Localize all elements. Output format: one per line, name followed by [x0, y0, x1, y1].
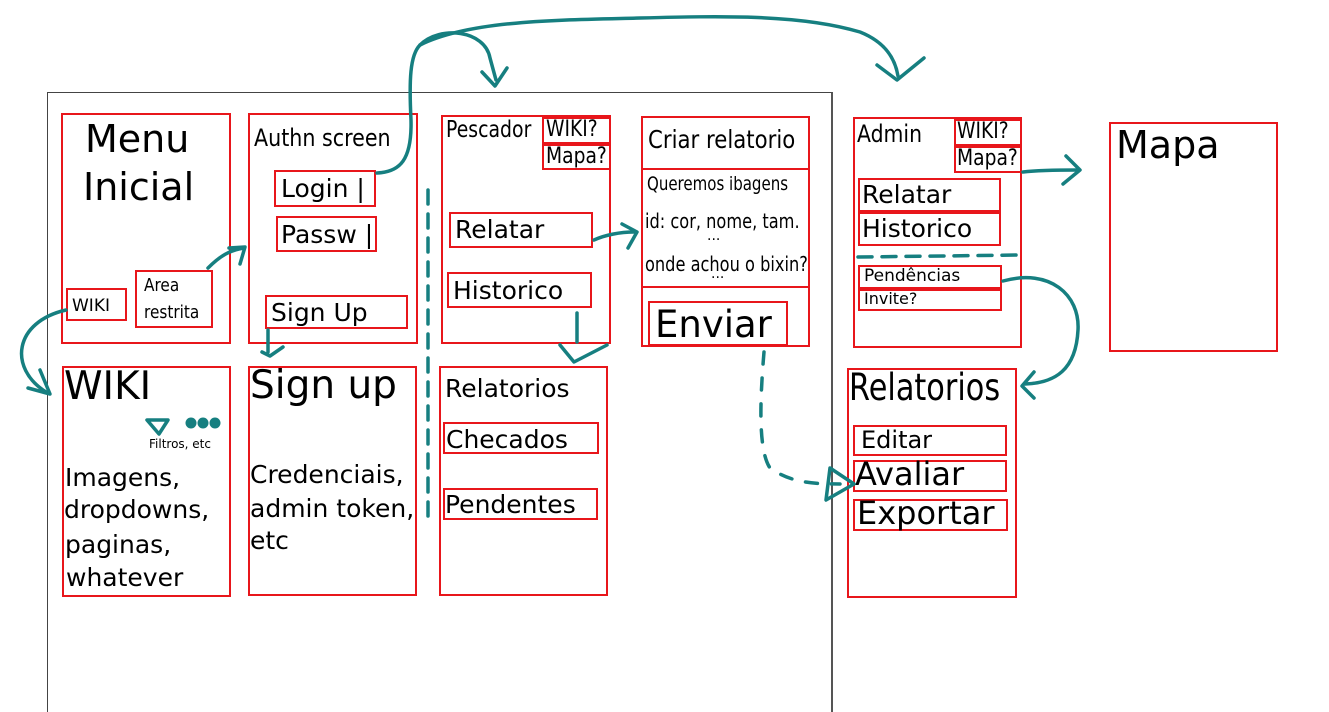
admin-screen	[853, 117, 1022, 348]
area-restrita-label-2: restrita	[144, 302, 200, 323]
relatar-button[interactable]	[449, 212, 593, 248]
wiki-button-label: WIKI	[72, 296, 110, 316]
checados-button-label: Checados	[446, 425, 568, 454]
pescador-wiki-button[interactable]	[542, 117, 611, 144]
arrow-to-admin	[418, 14, 900, 78]
admin-relatorios-title: Relatorios	[849, 366, 1001, 409]
arrow-mapa	[1021, 168, 1080, 174]
pendentes-button[interactable]	[443, 488, 598, 520]
exportar-button-label: Exportar	[857, 494, 995, 532]
historico-button-label: Historico	[453, 276, 564, 305]
wiki-screen	[62, 366, 231, 597]
divider	[641, 168, 810, 170]
enviar-button-label: Enviar	[655, 303, 772, 346]
login-input-label: Login |	[281, 174, 365, 203]
editar-button[interactable]	[853, 425, 1007, 456]
signup-body-line: etc	[250, 526, 289, 555]
admin-wiki-label: WIKI?	[957, 119, 1009, 144]
pendencias-label: Pendências	[864, 266, 961, 286]
admin-mapa-button[interactable]	[954, 146, 1022, 173]
authn-screen	[248, 113, 418, 344]
arrowhead	[1061, 154, 1082, 186]
authn-title: Authn screen	[254, 124, 391, 152]
pescador-title: Pescador	[446, 117, 532, 143]
signup-body-line: admin token,	[250, 494, 415, 523]
wiki-body-line: Imagens,	[65, 463, 181, 492]
wiki-body-line: paginas,	[65, 530, 172, 559]
relatar-button-label: Relatar	[455, 215, 545, 244]
report-text-line: Queremos ibagens	[647, 173, 789, 195]
wiki-title: WIKI	[64, 364, 152, 409]
avaliar-button-label: Avaliar	[855, 455, 965, 493]
wiki-button[interactable]	[66, 288, 127, 321]
signup-screen	[248, 366, 417, 596]
pescador-wiki-label: WIKI?	[546, 117, 598, 142]
enviar-button[interactable]	[648, 301, 788, 346]
admin-title: Admin	[857, 120, 923, 148]
menu-inicial-title: Menu	[85, 117, 190, 161]
area-restrita-label: Area	[144, 275, 180, 296]
report-text-line: id: cor, nome, tam.	[645, 209, 800, 233]
arrowhead	[875, 56, 926, 82]
signup-button[interactable]	[265, 295, 408, 329]
editar-button-label: Editar	[861, 426, 933, 454]
signup-body-line: Credenciais,	[250, 460, 404, 489]
wiki-body-line: whatever	[66, 563, 184, 592]
ellipsis: ...	[711, 266, 725, 282]
historico-button[interactable]	[447, 272, 592, 308]
pescador-mapa-label: Mapa?	[546, 144, 607, 169]
menu-inicial-title-2: Inicial	[83, 165, 195, 209]
arrowhead	[480, 66, 509, 88]
login-input[interactable]	[274, 170, 376, 207]
pendentes-button-label: Pendentes	[445, 490, 576, 519]
report-text-line: onde achou o bixin?	[645, 252, 808, 276]
invite-button[interactable]	[858, 289, 1002, 311]
invite-label: Invite?	[864, 289, 918, 308]
filters-label: Filtros, etc	[149, 437, 211, 451]
criar-relatorio-title: Criar relatorio	[648, 125, 796, 154]
admin-relatar-button[interactable]	[858, 178, 1001, 212]
password-input-label: Passw |	[281, 220, 374, 249]
area-restrita-button[interactable]	[135, 270, 213, 328]
admin-wiki-button[interactable]	[954, 119, 1022, 146]
signup-title: Sign up	[250, 363, 397, 408]
pendencias-button[interactable]	[858, 265, 1002, 289]
exportar-button[interactable]	[853, 499, 1008, 531]
password-input[interactable]	[276, 216, 377, 252]
ellipsis: ...	[707, 228, 721, 244]
menu-inicial-screen	[61, 113, 231, 344]
checados-button[interactable]	[443, 422, 599, 454]
admin-historico-button[interactable]	[858, 212, 1001, 246]
admin-relatar-label: Relatar	[862, 180, 952, 209]
pescador-screen	[441, 115, 611, 344]
admin-mapa-label: Mapa?	[957, 146, 1018, 171]
wiki-body-line: dropdowns,	[64, 495, 210, 524]
relatorios-screen	[439, 366, 608, 596]
divider	[641, 286, 810, 288]
signup-button-label: Sign Up	[271, 298, 368, 327]
arrowhead	[1020, 370, 1036, 400]
relatorios-title: Relatorios	[445, 374, 570, 403]
mapa-title: Mapa	[1116, 123, 1220, 167]
criar-relatorio-screen	[641, 116, 810, 347]
pescador-mapa-button[interactable]	[542, 144, 611, 170]
mapa-screen	[1109, 122, 1278, 352]
admin-historico-label: Historico	[862, 214, 973, 243]
